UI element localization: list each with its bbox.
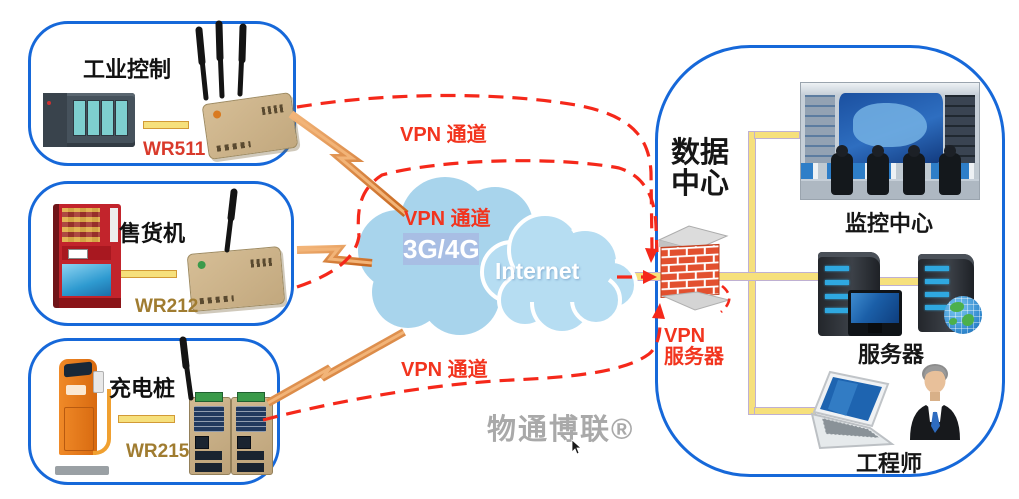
watermark-logo: 物通博联® bbox=[487, 414, 635, 446]
router-model-wr511: WR511 bbox=[143, 139, 206, 160]
plc-device bbox=[43, 93, 135, 147]
monitor-icon bbox=[848, 290, 902, 336]
charging-pile-device bbox=[55, 349, 111, 475]
engineer-icon bbox=[910, 364, 960, 440]
router-wr212 bbox=[186, 246, 286, 312]
vpn-tunnel-label-top: VPN 通道 bbox=[400, 124, 487, 146]
network-3g4g-label: 3G/4G bbox=[403, 233, 480, 265]
dc-branch-top bbox=[754, 131, 800, 139]
plc-cpu-module bbox=[43, 93, 67, 147]
site-box-industrial-control: 工业控制 WR511 bbox=[28, 21, 299, 166]
site1-link-line bbox=[143, 121, 189, 129]
router-wr215-unit1 bbox=[189, 392, 231, 475]
internet-label: Internet bbox=[495, 258, 580, 284]
site-label-charging-pile: 充电桩 bbox=[109, 376, 176, 401]
site-box-charging-pile: 充电桩 WR215 bbox=[28, 338, 280, 485]
engineer-label: 工程师 bbox=[856, 451, 923, 476]
vending-machine-device bbox=[53, 204, 121, 308]
router-wr511 bbox=[201, 92, 299, 160]
router-model-wr215: WR215 bbox=[126, 441, 190, 462]
monitoring-center-label: 监控中心 bbox=[845, 211, 934, 236]
cursor-icon bbox=[571, 439, 583, 455]
firewall-icon bbox=[657, 225, 731, 311]
site3-link-line bbox=[118, 415, 175, 423]
router-model-wr212: WR212 bbox=[135, 296, 199, 317]
vpn-tunnel-label-bottom: VPN 通道 bbox=[401, 359, 488, 381]
servers-label: 服务器 bbox=[858, 342, 925, 367]
router-wr215-unit2 bbox=[231, 392, 273, 475]
datacenter-title: 数据中心 bbox=[671, 137, 730, 200]
laptop-icon bbox=[810, 370, 895, 450]
site2-link-line bbox=[120, 270, 177, 278]
site-label-vending-machine: 售货机 bbox=[119, 221, 186, 246]
site-label-industrial-control: 工业控制 bbox=[83, 57, 172, 82]
site-box-vending-machine: 售货机 WR212 bbox=[28, 181, 294, 326]
monitoring-room-image bbox=[800, 82, 980, 200]
globe-icon bbox=[944, 296, 982, 334]
vpn-tunnel-label-middle: VPN 通道 bbox=[404, 208, 491, 230]
